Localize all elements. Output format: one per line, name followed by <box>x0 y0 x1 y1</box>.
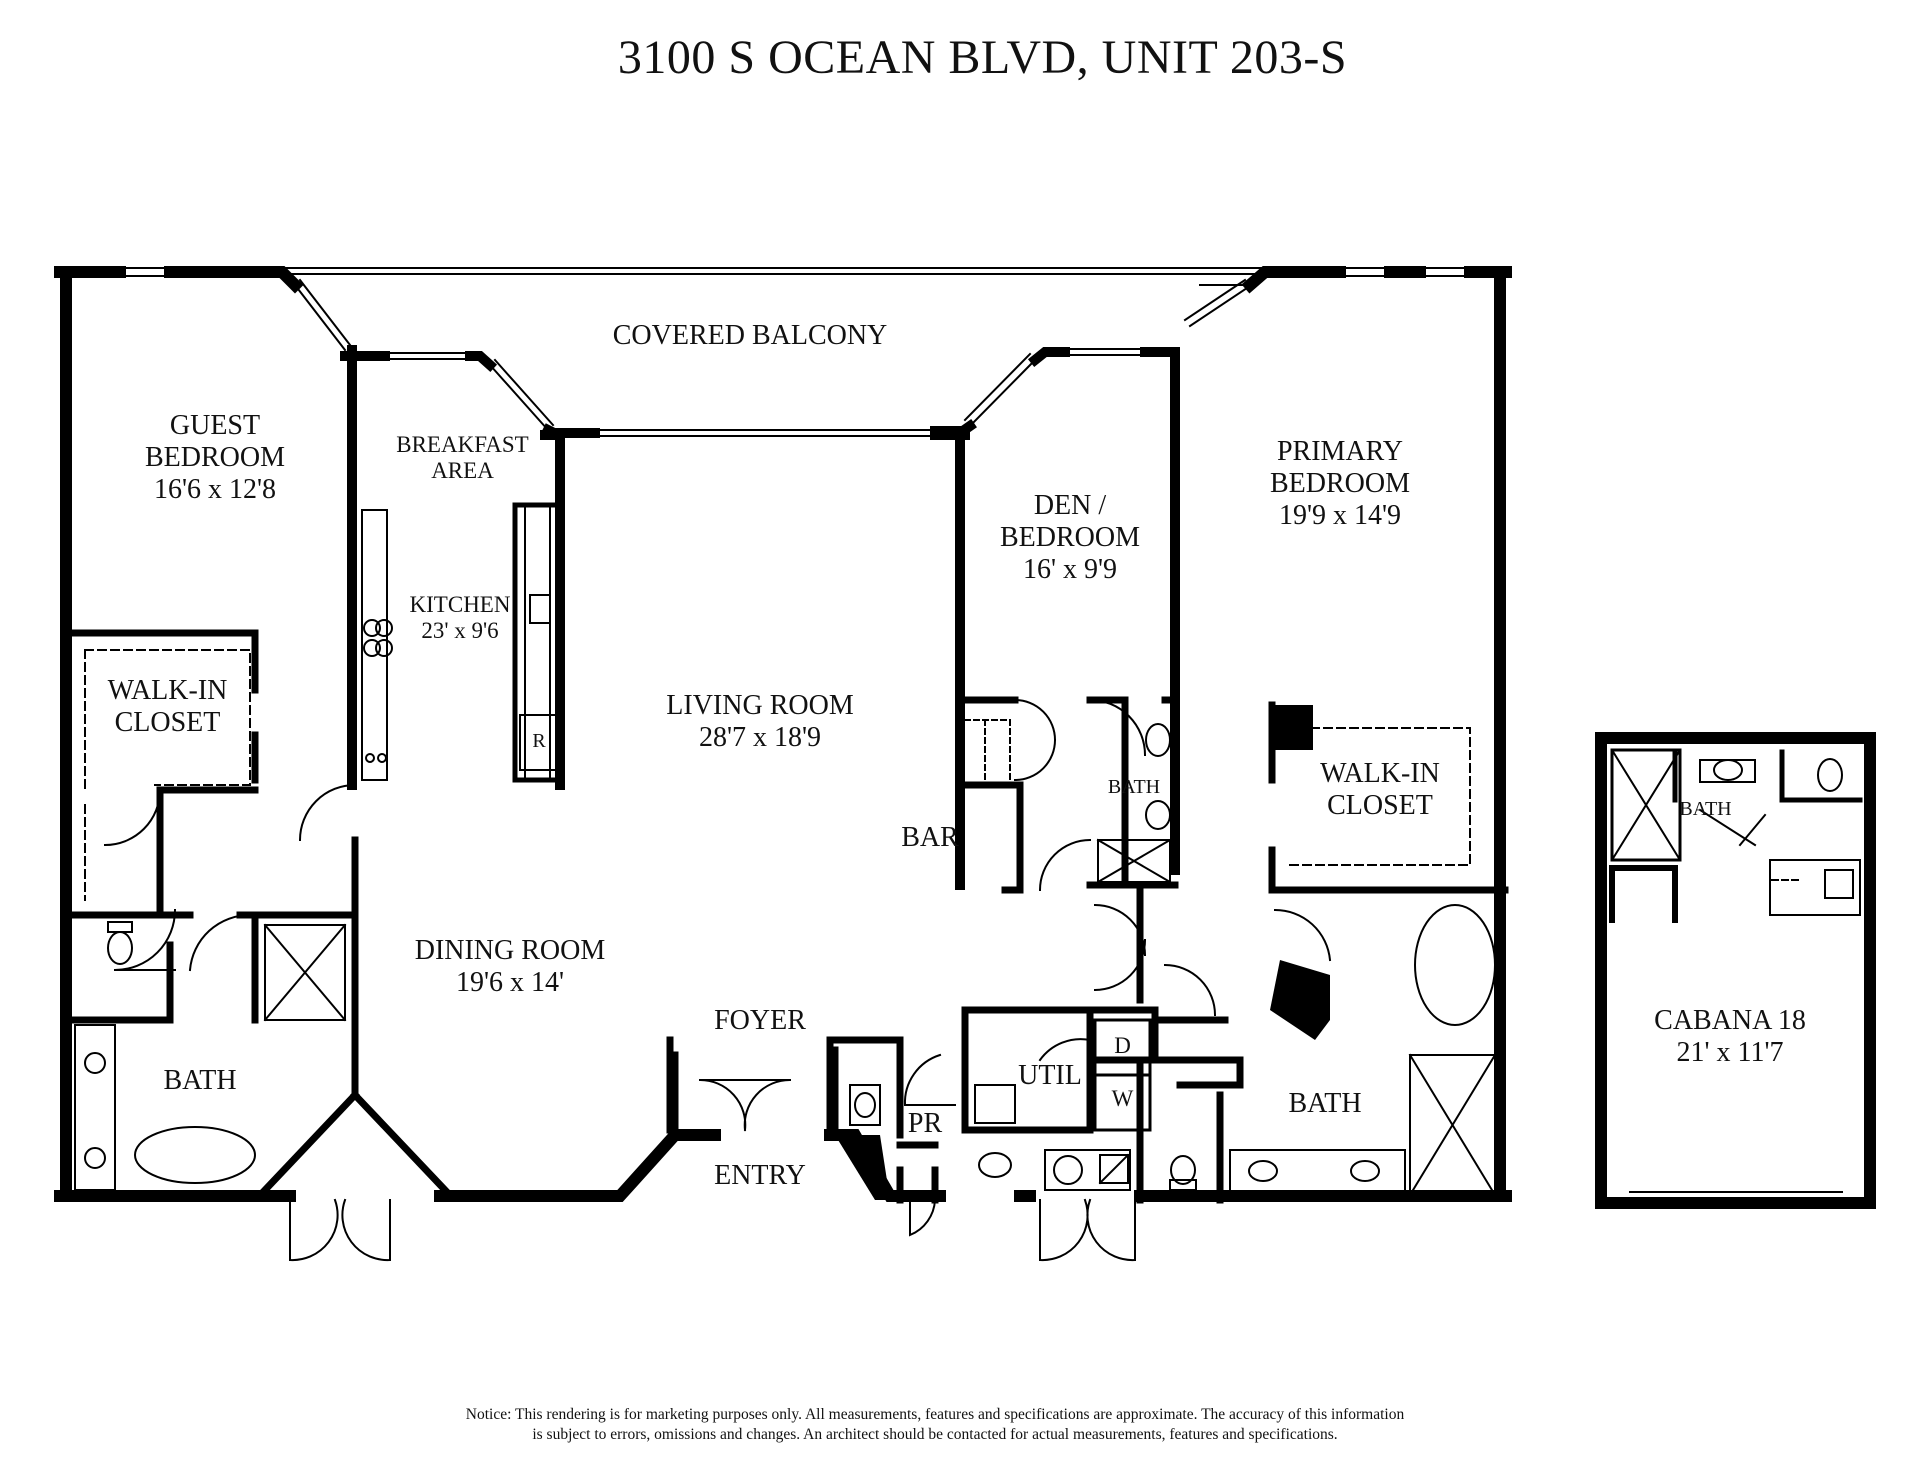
refrigerator-label: R <box>532 730 546 752</box>
room-label-dining-room: DINING ROOM 19'6 x 14' <box>414 935 606 999</box>
room-label-bar: BAR <box>901 822 959 853</box>
room-label-guest-bath: BATH <box>163 1065 237 1096</box>
washer-label: W <box>1111 1086 1134 1111</box>
room-label-foyer: FOYER <box>714 1005 806 1036</box>
room-label-kitchen: KITCHEN 23' x 9'6 <box>409 592 511 644</box>
room-label-covered-balcony: COVERED BALCONY <box>612 320 888 351</box>
room-label-cabana: CABANA 18 21' x 11'7 <box>1654 1005 1806 1069</box>
room-label-living-room: LIVING ROOM 28'7 x 18'9 <box>666 690 854 754</box>
exterior-walls <box>54 266 1512 1202</box>
room-label-den-bath: BATH <box>1107 776 1161 798</box>
room-label-primary-bath: BATH <box>1288 1088 1362 1119</box>
room-label-primary-bedroom: PRIMARY BEDROOM 19'9 x 14'9 <box>1269 436 1410 532</box>
disclaimer-notice: Notice: This rendering is for marketing … <box>380 1405 1490 1445</box>
room-label-den-bedroom: DEN / BEDROOM 16' x 9'9 <box>999 490 1140 586</box>
room-label-powder-room: PR <box>907 1108 943 1139</box>
cabana-walls <box>1595 732 1876 1209</box>
room-label-walk-in-closet-left: WALK-IN CLOSET <box>107 675 228 739</box>
disclaimer-line-1: Notice: This rendering is for marketing … <box>465 1406 1405 1423</box>
disclaimer-line-2: is subject to errors, omissions and chan… <box>532 1426 1338 1443</box>
room-label-cabana-bath: BATH <box>1679 798 1732 820</box>
dryer-label: D <box>1114 1033 1131 1058</box>
room-label-entry: ENTRY <box>714 1160 806 1191</box>
room-label-guest-bedroom: GUEST BEDROOM 16'6 x 12'8 <box>144 410 285 506</box>
room-label-utility: UTIL <box>1018 1060 1082 1091</box>
room-label-breakfast-area: BREAKFAST AREA <box>396 432 529 484</box>
fixtures <box>74 504 1497 1197</box>
door-swings <box>103 698 1332 1262</box>
windows <box>119 267 1471 437</box>
page-title: 3100 S OCEAN BLVD, UNIT 203-S <box>617 31 1348 84</box>
room-label-walk-in-closet-right: WALK-IN CLOSET <box>1320 758 1440 822</box>
